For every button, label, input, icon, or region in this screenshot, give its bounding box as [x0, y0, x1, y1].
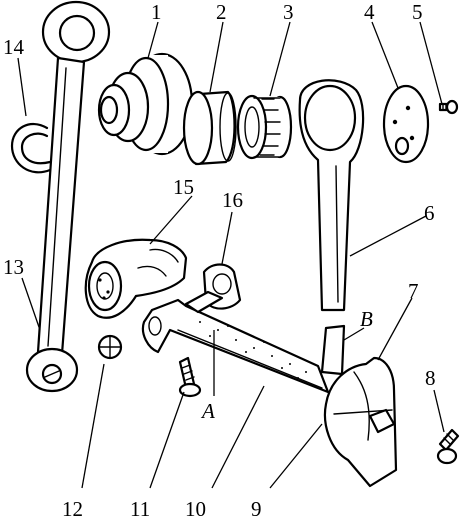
part-2-cylinder: [182, 90, 237, 166]
label-part-7: 7: [408, 279, 419, 303]
label-part-14: 14: [3, 35, 25, 59]
part-13-connecting-rod: [25, 0, 111, 393]
part-10-lever-arm: [141, 290, 330, 394]
part-7-bracket-block: [320, 324, 398, 488]
label-part-10: 10: [185, 497, 206, 521]
part-11-screw: [178, 356, 202, 398]
part-12-pin-disc: [97, 334, 123, 360]
label-part-3: 3: [283, 0, 294, 24]
label-part-9: 9: [251, 497, 262, 521]
part-5-small-screw: [438, 99, 459, 115]
part-6-eccentric-rod: [298, 79, 365, 312]
part-8-screw: [436, 428, 460, 465]
label-part-16: 16: [222, 188, 243, 212]
label-part-13: 13: [3, 255, 24, 279]
label-part-11: 11: [130, 497, 150, 521]
label-part-5: 5: [412, 0, 423, 24]
label-part-12: 12: [62, 497, 83, 521]
label-part-2: 2: [216, 0, 227, 24]
label-part-6: 6: [424, 201, 435, 225]
label-part-8: 8: [425, 366, 436, 390]
part-1-stepped-hub: [97, 52, 194, 156]
part-3-bearing-ring: [236, 94, 293, 160]
label-part-1: 1: [151, 0, 162, 24]
label-point-b: B: [360, 307, 373, 331]
leader-lines: [17, 21, 445, 489]
label-part-15: 15: [173, 175, 194, 199]
label-point-a: A: [200, 399, 215, 423]
part-14-split-ring: [10, 122, 52, 174]
label-part-4: 4: [364, 0, 375, 24]
part-15-handle-casting: [84, 238, 188, 319]
part-4-end-plate: [382, 84, 430, 164]
part-number-labels: 1 2 3 4 5 6 7 8 9 10 11 12 13 14 15 16 A…: [3, 0, 436, 521]
